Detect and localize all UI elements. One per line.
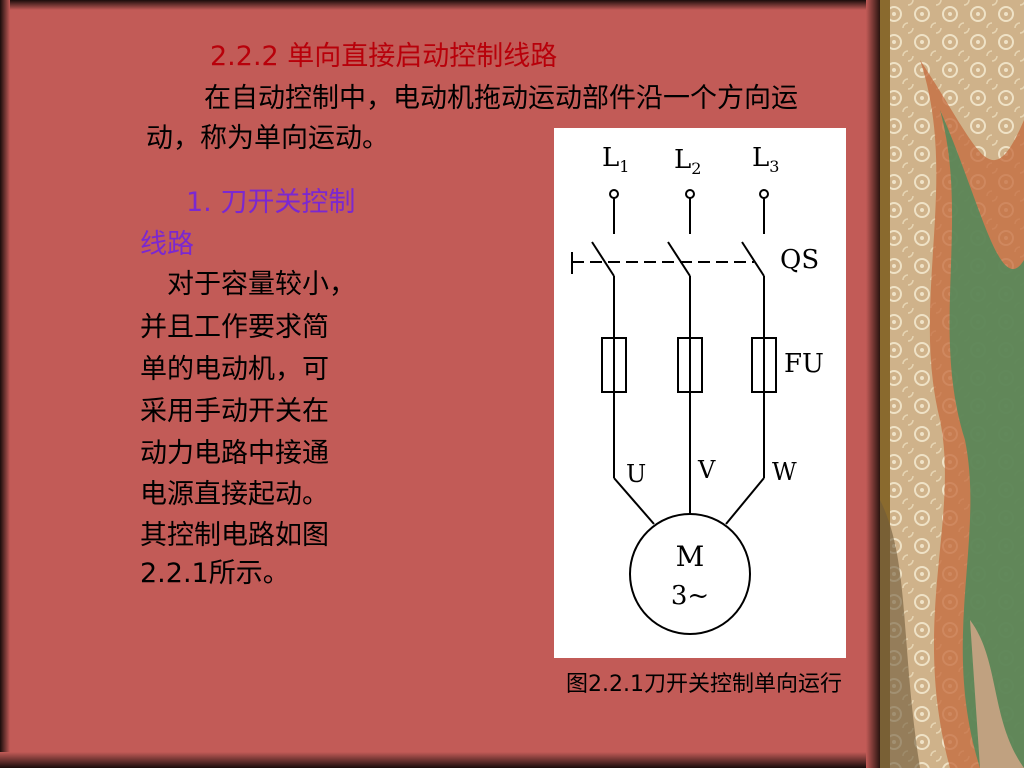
body-line-6: 电源直接起动。 bbox=[140, 479, 329, 510]
switch-label: QS bbox=[780, 245, 819, 275]
circuit-diagram: L1 L2 L3 QS FU U V W M 3~ bbox=[554, 128, 846, 658]
frame-left-shadow bbox=[0, 0, 10, 768]
body-line-4: 采用手动开关在 bbox=[140, 396, 329, 427]
switch-blade-1 bbox=[591, 241, 615, 277]
motor-label: M bbox=[676, 540, 705, 573]
terminal-u-label: U bbox=[626, 460, 646, 488]
phase-l1-label: L1 bbox=[602, 143, 629, 176]
motor-circle bbox=[629, 513, 751, 635]
switch-blade-2 bbox=[667, 241, 691, 277]
section-title: 2.2.2 单向直接启动控制线路 bbox=[210, 41, 558, 72]
motor-phase-label: 3~ bbox=[671, 581, 709, 611]
subheading-line-1: 1. 刀开关控制 bbox=[186, 187, 356, 218]
body-line-5: 动力电路中接通 bbox=[140, 438, 329, 469]
intro-line-2: 动，称为单向运动。 bbox=[146, 123, 389, 154]
body-line-3: 单的电动机，可 bbox=[140, 354, 329, 385]
frame-top-shadow bbox=[0, 0, 880, 10]
terminal-w-label: W bbox=[772, 458, 797, 486]
terminal-l1 bbox=[609, 189, 619, 199]
body-line-1: 对于容量较小， bbox=[140, 269, 356, 300]
subheading-line-2: 线路 bbox=[140, 229, 194, 260]
terminal-l3 bbox=[759, 189, 769, 199]
switch-blade-3 bbox=[741, 241, 765, 277]
fuse-label: FU bbox=[784, 349, 824, 379]
body-line-7: 其控制电路如图 bbox=[140, 520, 329, 551]
decorative-side-panel bbox=[880, 0, 1024, 768]
frame-bottom-shadow bbox=[0, 752, 880, 768]
phase-l2-label: L2 bbox=[674, 145, 701, 178]
frame-right-shadow bbox=[866, 0, 880, 768]
figure-caption: 图2.2.1刀开关控制单向运行 bbox=[566, 672, 842, 697]
body-line-8: 2.2.1所示。 bbox=[140, 558, 290, 589]
phase-l3-label: L3 bbox=[752, 143, 779, 176]
terminal-v-label: V bbox=[697, 456, 716, 484]
body-line-2: 并且工作要求简 bbox=[140, 312, 329, 343]
terminal-l2 bbox=[685, 189, 695, 199]
intro-line-1: 在自动控制中，电动机拖动运动部件沿一个方向运 bbox=[204, 83, 798, 114]
